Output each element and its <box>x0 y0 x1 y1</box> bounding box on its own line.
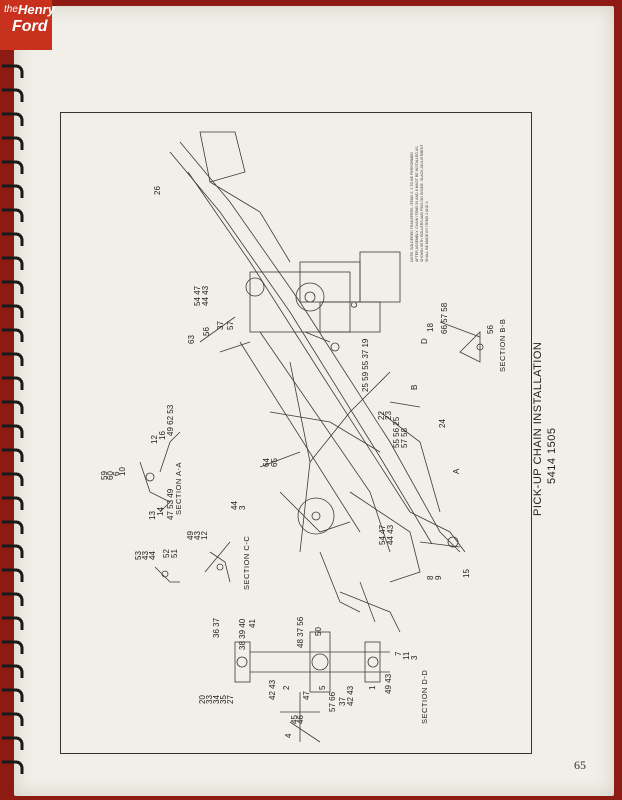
callout: 48 37 56 <box>296 616 305 648</box>
callout: 57 58 <box>400 427 409 448</box>
section-label: SECTION C-C <box>242 535 251 590</box>
section-label: SECTION A-A <box>174 461 183 515</box>
pickup-chain-drawing <box>139 131 484 743</box>
callout: 25 59 55 37 19 <box>361 338 370 392</box>
callout: 66 57 58 <box>440 302 449 334</box>
callout: 9 <box>434 575 443 580</box>
callout: 42 43 <box>268 679 277 700</box>
callout: 37 <box>216 321 225 330</box>
callout: 15 <box>462 569 471 578</box>
callout: 2 <box>282 685 291 690</box>
callout: 57 <box>226 321 235 330</box>
logo-ford: Ford <box>12 18 48 35</box>
callout: 24 <box>438 419 447 428</box>
callout: D <box>420 338 429 344</box>
drawing-border <box>60 112 532 754</box>
callout: 42 43 <box>346 685 355 706</box>
callout: 44 43 <box>201 285 210 306</box>
callout: 27 <box>226 695 235 704</box>
callout: 1 <box>368 685 377 690</box>
callout: 3 <box>410 655 419 660</box>
callout: 49 43 <box>384 673 393 694</box>
catalog-page <box>14 6 614 796</box>
section-label: SECTION B-B <box>498 318 507 372</box>
callout: 12 <box>200 531 209 540</box>
callout: 65 <box>270 458 279 467</box>
callout: 56 <box>486 325 495 334</box>
drawing-number: 5414 1505 <box>546 427 558 485</box>
drawing-title: PICK-UP CHAIN INSTALLATION <box>532 341 544 516</box>
callout: 44 43 <box>386 524 395 545</box>
logo-the: the <box>4 4 18 15</box>
callout: A <box>452 468 461 474</box>
callout: B <box>410 384 419 390</box>
callout: 44 <box>148 551 157 560</box>
section-label: SECTION D-D <box>420 669 429 724</box>
callout: 46 <box>296 715 305 724</box>
callout: 57 66 <box>328 691 337 712</box>
logo-henry: Henry <box>18 2 55 17</box>
callout: 26 <box>153 186 162 195</box>
callout: 47 <box>302 691 311 700</box>
callout: 14 <box>156 507 165 516</box>
henry-ford-logo: the Henry Ford <box>0 0 55 50</box>
callout: 18 <box>426 323 435 332</box>
callout: C <box>350 302 359 308</box>
callout: 51 <box>170 549 179 558</box>
callout: 5 <box>318 685 327 690</box>
callout: 56 <box>202 327 211 336</box>
callout: 41 <box>248 619 257 628</box>
callout: 49 62 53 <box>166 404 175 436</box>
callout: 50 <box>314 627 323 636</box>
drawing-notes: NOTE: SOLDERED TRANSFERS, ITEMS 2, 3 TO … <box>410 144 429 262</box>
callout: 3 <box>238 505 247 510</box>
page-number: 65 <box>574 758 586 772</box>
spiral-binding <box>2 64 24 774</box>
callout: 63 <box>187 335 196 344</box>
callout: 36 37 <box>212 617 221 638</box>
callout: 10 <box>118 467 127 476</box>
callout: 4 <box>284 733 293 738</box>
callout: 38 39 40 <box>238 618 247 650</box>
